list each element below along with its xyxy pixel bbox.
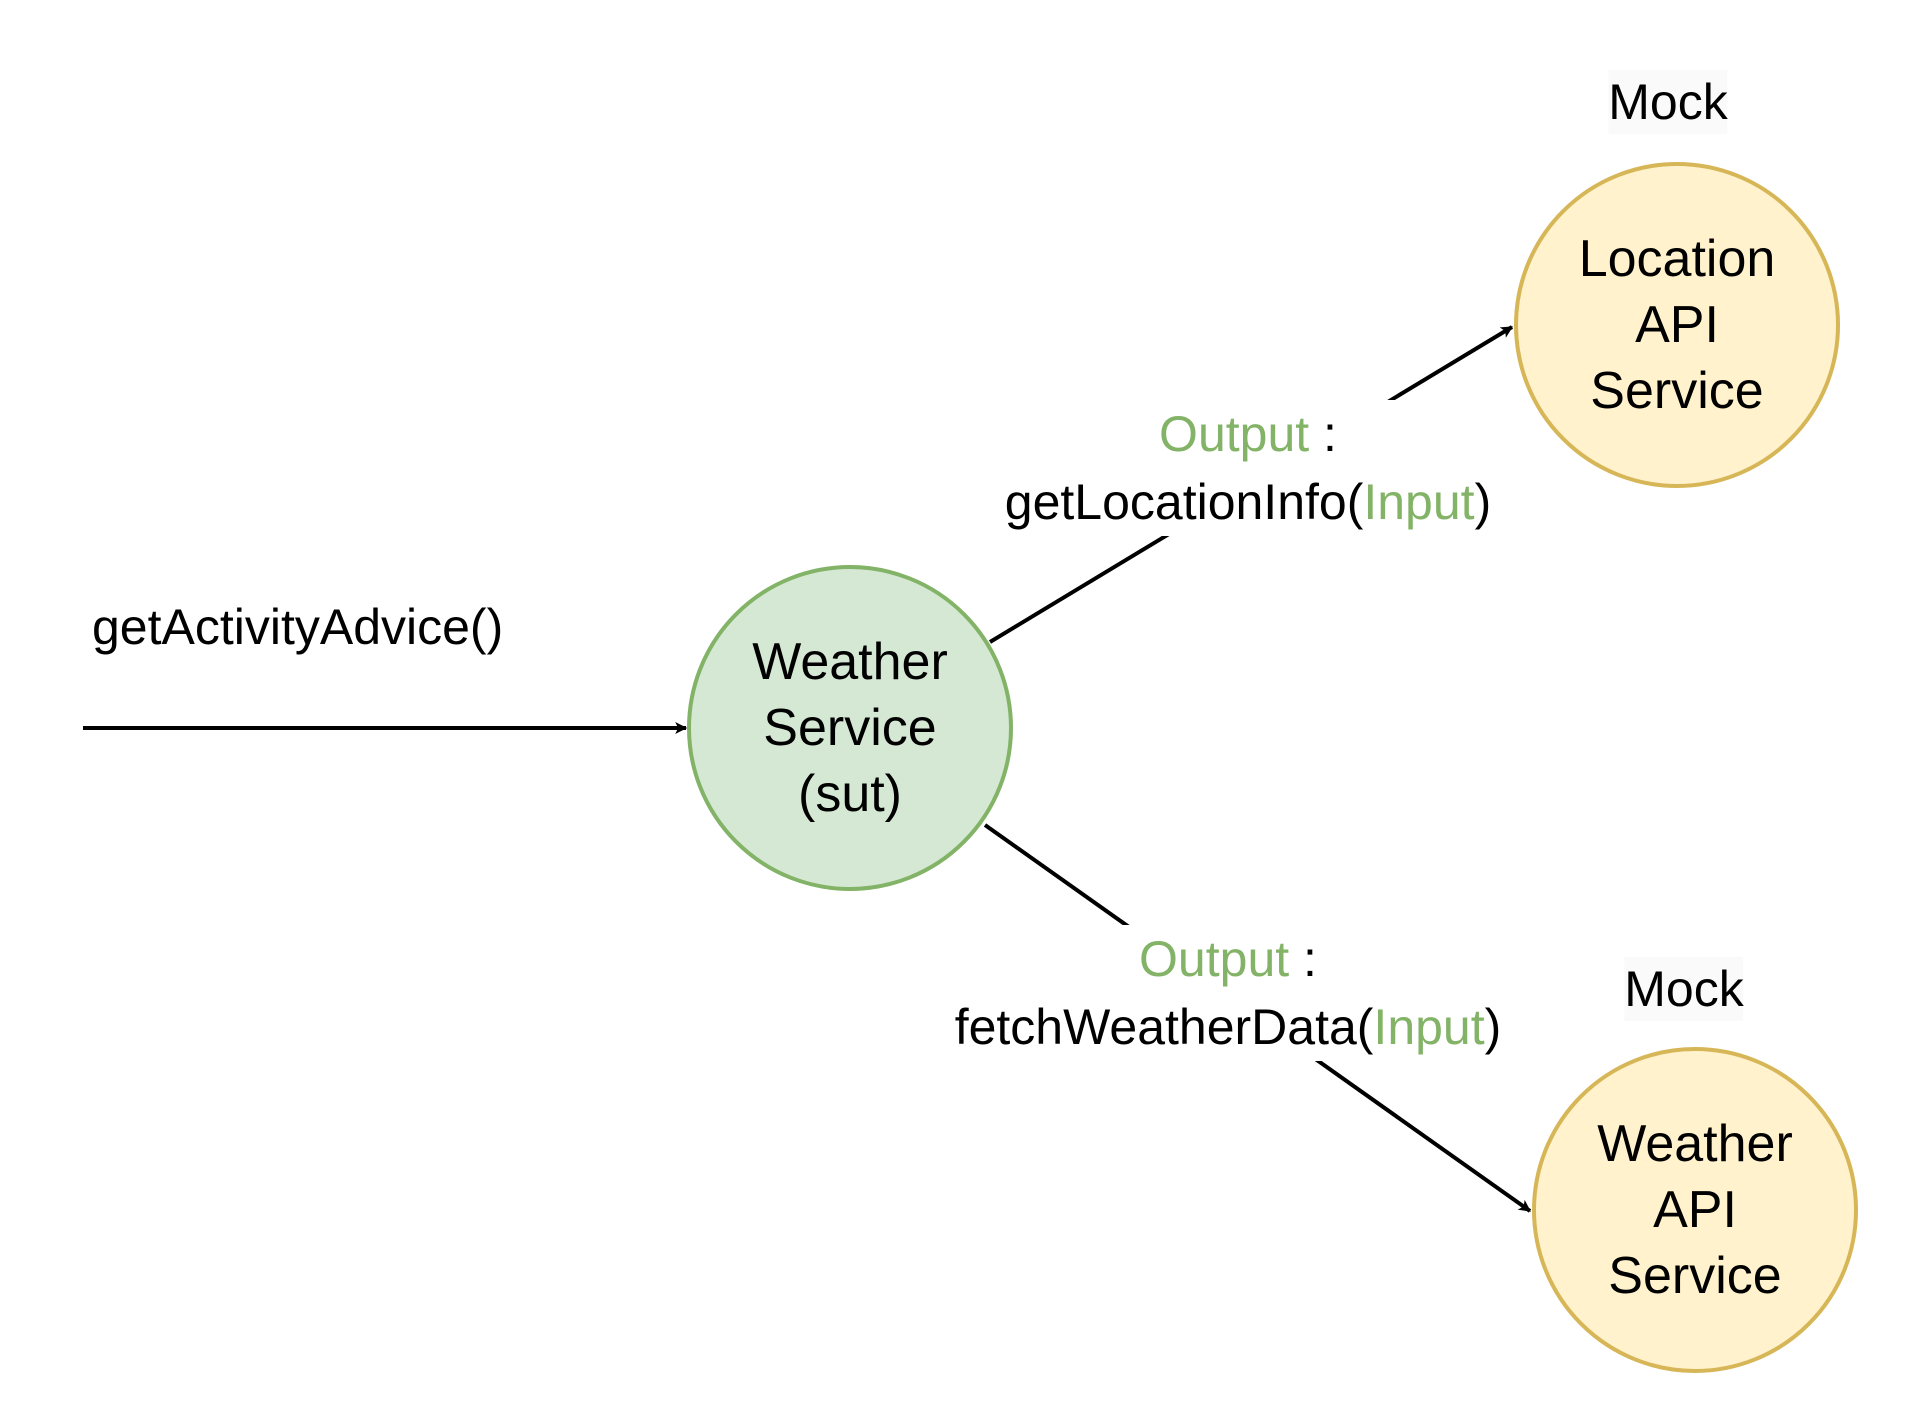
sut-line-2: Service: [763, 699, 937, 757]
location-close: ): [1474, 474, 1492, 530]
weather-api-node-circle: [1532, 1047, 1858, 1373]
edge-label-weather-row-1: Output :: [955, 925, 1502, 993]
weather-api-mock-tag: Mock: [1624, 957, 1744, 1021]
weather-method: fetchWeatherData(: [954, 999, 1374, 1055]
location-method: getLocationInfo(: [1004, 474, 1364, 530]
weather-input-word: Input: [1373, 999, 1485, 1055]
edge-label-weather-api: Output : fetchWeatherData(Input): [954, 925, 1502, 1061]
weather-separator: :: [1289, 931, 1317, 987]
edge-label-location-row-1: Output :: [1005, 400, 1491, 468]
sut-line-3: (sut): [798, 765, 902, 823]
weather-api-line-2: API: [1653, 1181, 1737, 1239]
edge-label-weather-row-2: fetchWeatherData(Input): [955, 993, 1502, 1061]
sut-node-text: Weather Service (sut): [752, 629, 948, 827]
edge-label-location: Output : getLocationInfo(Input): [1004, 400, 1492, 536]
location-output-word: Output: [1159, 406, 1310, 462]
weather-api-line-1: Weather: [1597, 1115, 1793, 1173]
weather-output-word: Output: [1139, 931, 1290, 987]
location-mock-tag: Mock: [1608, 70, 1728, 134]
weather-api-line-3: Service: [1608, 1247, 1782, 1305]
location-node-circle: [1514, 162, 1840, 488]
weather-api-node-text: Weather API Service: [1597, 1111, 1793, 1309]
location-line-2: API: [1635, 296, 1719, 354]
location-line-3: Service: [1590, 362, 1764, 420]
entry-call-label: getActivityAdvice(): [92, 599, 504, 655]
edge-label-location-row-2: getLocationInfo(Input): [1005, 468, 1491, 536]
location-node-text: Location API Service: [1579, 226, 1776, 424]
location-input-word: Input: [1363, 474, 1475, 530]
sut-node-circle: [687, 565, 1013, 891]
location-separator: :: [1309, 406, 1337, 462]
location-line-1: Location: [1578, 230, 1776, 288]
weather-close: ): [1484, 999, 1502, 1055]
sut-line-1: Weather: [752, 633, 948, 691]
